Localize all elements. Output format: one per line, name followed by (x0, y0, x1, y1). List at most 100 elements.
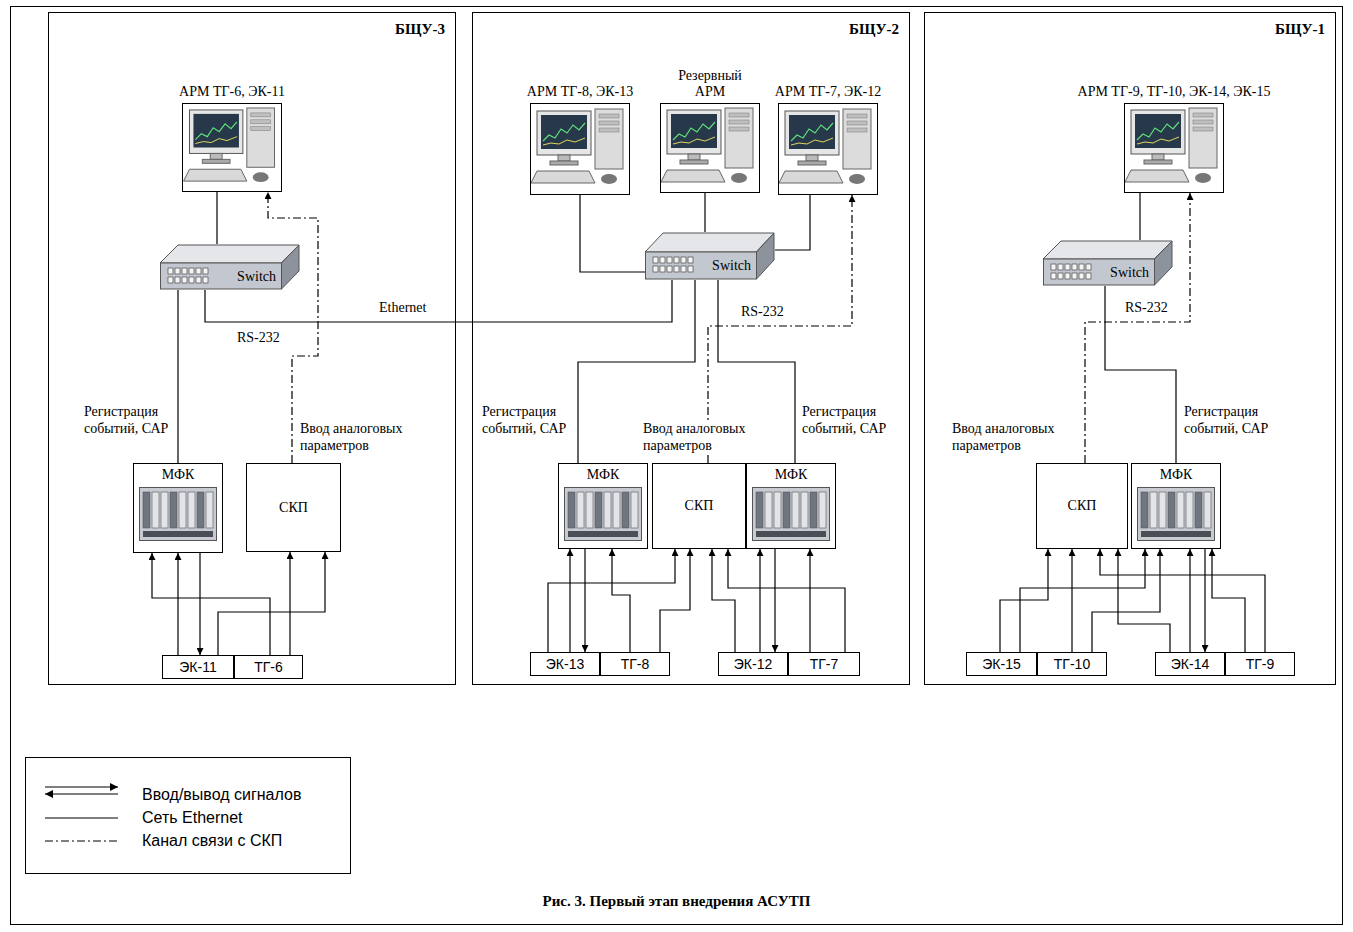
network-switch: Switch (160, 244, 300, 290)
rack-holder (564, 487, 642, 541)
switch-port (660, 257, 665, 263)
equipment-box: ТГ-7 (788, 652, 860, 676)
workstation-frame (660, 103, 760, 193)
node-label: ТГ-7 (810, 656, 839, 672)
rack-module (197, 492, 204, 528)
screen-trend (195, 122, 237, 140)
switch-port (1051, 273, 1056, 279)
monitor-base (550, 161, 578, 165)
monitor-stand (210, 153, 222, 159)
node-label: СКП (1068, 498, 1097, 514)
node-label: ЭК-15 (982, 656, 1020, 672)
signal-line (1000, 549, 1048, 652)
controller-rack: МФК (133, 463, 223, 553)
screen-trend (673, 137, 715, 144)
signal-line (152, 553, 270, 655)
equipment-box: ТГ-9 (1225, 652, 1295, 676)
edge-label: RS-232 (1124, 300, 1169, 317)
monitor-body (189, 110, 242, 154)
signal-line (1189, 549, 1190, 652)
switch-port (196, 268, 201, 274)
signal-line (612, 549, 630, 652)
control-room-panel: БЩУ-1АРМ ТГ-9, ТГ-10, ЭК-14, ЭК-15Switch… (924, 12, 1336, 685)
node-label: ТГ-10 (1054, 656, 1090, 672)
skp-box: СКП (246, 463, 341, 552)
switch-port (203, 268, 208, 274)
rack-module (595, 492, 602, 528)
signal-line (548, 549, 675, 652)
switch-port (182, 277, 187, 283)
rack-module (801, 492, 808, 528)
system-unit (725, 108, 753, 168)
legend-text: Канал связи с СКП (142, 832, 282, 850)
drive-bay (599, 128, 619, 132)
switch-port (660, 266, 665, 272)
switch-port (189, 277, 194, 283)
skp-box: СКП (652, 463, 746, 549)
switch-port (653, 257, 658, 263)
switch-port (175, 268, 180, 274)
switch-port (681, 266, 686, 272)
signal-line (1118, 549, 1170, 652)
monitor-stand (558, 155, 570, 161)
signal-line (289, 552, 290, 655)
system-unit (595, 109, 623, 169)
screen-trend (1137, 122, 1179, 140)
rack-frame (1138, 488, 1215, 541)
switch-port (189, 268, 194, 274)
drive-bay (1193, 113, 1213, 117)
signal-line (199, 553, 200, 655)
switch-top (645, 233, 774, 252)
signal-line (569, 549, 570, 652)
signal-line (704, 193, 705, 232)
monitor-screen (671, 114, 717, 148)
monitor-body (1131, 110, 1185, 154)
function-note: Регистрация событий, САР (802, 404, 894, 438)
rack-module (765, 492, 772, 528)
outer-frame (11, 7, 1343, 925)
mouse (731, 173, 747, 183)
drive-bay (729, 113, 749, 117)
equipment-box: ЭК-13 (530, 652, 600, 676)
panel-heading: БЩУ-2 (849, 21, 899, 38)
rack-picture (752, 487, 830, 541)
control-room-panel: БЩУ-3АРМ ТГ-6, ЭК-11SwitchМФКСКПЭК-11ТГ-… (48, 12, 456, 685)
rack-picture (139, 487, 217, 541)
system-unit (843, 109, 871, 169)
monitor-screen (541, 115, 587, 149)
rack-frame (753, 488, 830, 541)
computer-picture (661, 104, 759, 192)
signal-line (728, 549, 845, 652)
workstation: Резервный АРМ (660, 68, 760, 193)
node-label: ТГ-9 (1246, 656, 1275, 672)
rack-module (1141, 492, 1148, 528)
node-label: ЭК-12 (734, 656, 772, 672)
switch-port (688, 266, 693, 272)
switch-port (1065, 264, 1070, 270)
computer-picture (779, 104, 877, 194)
monitor-stand (688, 154, 700, 160)
node-label: СКП (685, 498, 714, 514)
panel-heading: БЩУ-3 (395, 21, 445, 38)
node-label: ТГ-8 (621, 656, 650, 672)
control-room-panel: БЩУ-2АРМ ТГ-8, ЭК-13Резервный АРМАРМ ТГ-… (472, 12, 910, 685)
keyboard (779, 171, 843, 183)
network-switch: Switch (1043, 240, 1173, 286)
switch-port (168, 277, 173, 283)
signal-line (712, 549, 735, 652)
signal-line (660, 549, 690, 652)
rack-module (206, 492, 213, 528)
monitor-body (785, 111, 839, 155)
switch-port (196, 277, 201, 283)
rack-module (783, 492, 790, 528)
legend-text: Сеть Ethernet (142, 809, 243, 827)
node-label: Switch (712, 258, 751, 274)
rack-module (792, 492, 799, 528)
signal-line (1212, 549, 1245, 652)
rack-module (577, 492, 584, 528)
signal-line (218, 552, 325, 655)
switch-picture (1043, 240, 1173, 286)
mouse (601, 174, 617, 184)
monitor-screen (1135, 114, 1181, 148)
equipment-box: ЭК-11 (162, 655, 234, 679)
